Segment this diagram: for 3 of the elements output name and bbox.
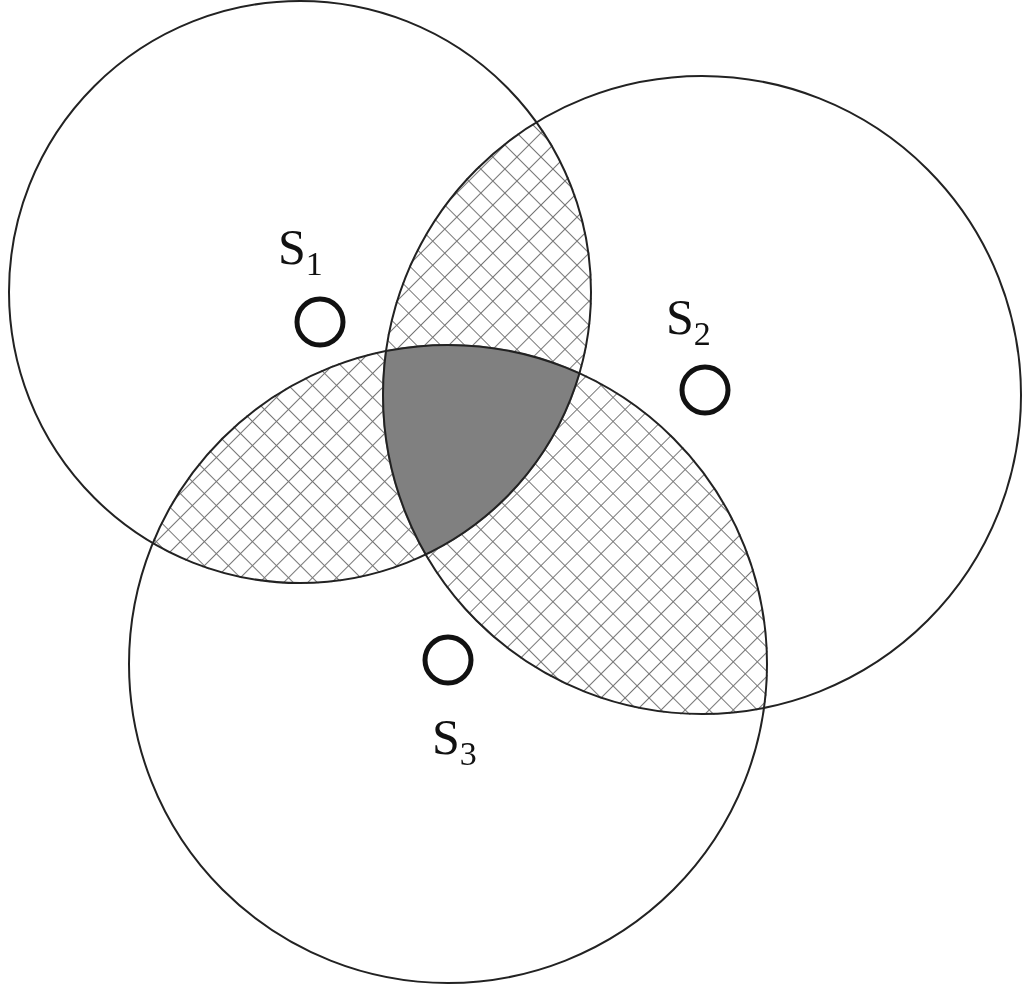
point-label: S$_{3}$	[432, 712, 477, 771]
point-label: S$_{2}$	[666, 292, 711, 351]
point-label: S$_{1}$	[278, 222, 323, 281]
